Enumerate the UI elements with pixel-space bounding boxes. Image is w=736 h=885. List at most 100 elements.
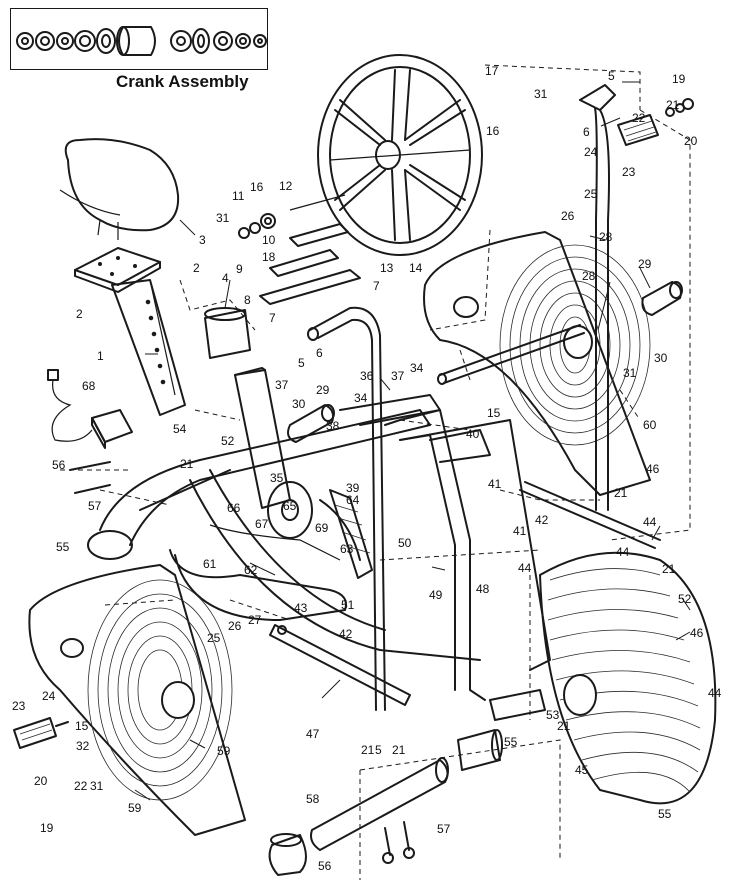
part-label: 42 bbox=[339, 627, 353, 641]
crank-assembly-parts bbox=[16, 26, 267, 56]
part-label: 12 bbox=[279, 179, 293, 193]
part-label: 52 bbox=[678, 592, 692, 606]
part-label: 69 bbox=[315, 521, 329, 535]
part-label: 19 bbox=[672, 72, 686, 86]
part-label: 37 bbox=[275, 378, 289, 392]
part-label: 3 bbox=[199, 233, 206, 247]
part-label: 9 bbox=[236, 262, 243, 276]
part-label: 17 bbox=[485, 64, 499, 78]
seat-post bbox=[111, 279, 186, 416]
part-label: 28 bbox=[582, 269, 596, 283]
part-label: 57 bbox=[437, 822, 451, 836]
part-label: 31 bbox=[216, 211, 230, 225]
brake-pad-assembly bbox=[238, 194, 361, 305]
part-label: 7 bbox=[373, 279, 380, 293]
part-label: 18 bbox=[262, 250, 276, 264]
part-label: 29 bbox=[638, 257, 652, 271]
part-label: 41 bbox=[513, 524, 527, 538]
part-label: 31 bbox=[623, 366, 637, 380]
part-label: 49 bbox=[429, 588, 443, 602]
left-cover bbox=[28, 564, 246, 836]
left-pedal bbox=[13, 717, 69, 749]
part-label: 66 bbox=[227, 501, 241, 515]
part-label: 4 bbox=[222, 271, 229, 285]
part-label: 43 bbox=[294, 601, 308, 615]
part-label: 30 bbox=[292, 397, 306, 411]
drive-belt bbox=[169, 524, 347, 621]
part-label: 8 bbox=[244, 293, 251, 307]
part-label: 21 bbox=[614, 486, 628, 500]
end-caps bbox=[268, 729, 503, 876]
part-label: 32 bbox=[76, 739, 90, 753]
part-label: 23 bbox=[12, 699, 26, 713]
right-grip bbox=[641, 281, 683, 316]
fan-wheel bbox=[539, 551, 717, 805]
cross-tube bbox=[519, 481, 661, 549]
part-label: 48 bbox=[476, 582, 490, 596]
part-label: 14 bbox=[409, 261, 423, 275]
part-label: 56 bbox=[52, 458, 66, 472]
part-label: 35 bbox=[270, 471, 284, 485]
part-label: 16 bbox=[250, 180, 264, 194]
part-label: 21 bbox=[392, 743, 406, 757]
part-label: 58 bbox=[306, 792, 320, 806]
bolts bbox=[69, 461, 415, 864]
part-label: 63 bbox=[340, 542, 354, 556]
part-label: 67 bbox=[255, 517, 269, 531]
part-label: 57 bbox=[88, 499, 102, 513]
part-label: 46 bbox=[690, 626, 704, 640]
part-label: 64 bbox=[346, 493, 360, 507]
part-label: 55 bbox=[504, 735, 518, 749]
part-label: 61 bbox=[203, 557, 217, 571]
part-label: 5 bbox=[608, 69, 615, 83]
part-label: 55 bbox=[658, 807, 672, 821]
part-label: 47 bbox=[306, 727, 320, 741]
part-label: 42 bbox=[535, 513, 549, 527]
part-label: 2 bbox=[76, 307, 83, 321]
part-label: 36 bbox=[360, 369, 374, 383]
part-label: 54 bbox=[173, 422, 187, 436]
part-label: 60 bbox=[643, 418, 657, 432]
part-label: 22 bbox=[74, 779, 88, 793]
part-label: 13 bbox=[380, 261, 394, 275]
part-label: 51 bbox=[341, 598, 355, 612]
part-label: 25 bbox=[584, 187, 598, 201]
part-label: 31 bbox=[534, 87, 548, 101]
part-label: 40 bbox=[466, 427, 480, 441]
part-label: 21 bbox=[666, 98, 680, 112]
part-label: 5 bbox=[375, 743, 382, 757]
part-label: 20 bbox=[34, 774, 48, 788]
part-label: 27 bbox=[248, 613, 262, 627]
seat bbox=[59, 138, 180, 240]
part-label: 24 bbox=[584, 145, 598, 159]
part-label: 20 bbox=[684, 134, 698, 148]
part-label: 2 bbox=[193, 261, 200, 275]
part-label: 62 bbox=[244, 563, 258, 577]
left-handle-bar bbox=[307, 306, 386, 711]
part-label: 39 bbox=[346, 481, 360, 495]
part-label: 68 bbox=[82, 379, 96, 393]
part-label: 29 bbox=[316, 383, 330, 397]
part-label: 34 bbox=[354, 391, 368, 405]
lower-arm bbox=[269, 624, 411, 706]
main-frame bbox=[87, 367, 551, 721]
part-label: 24 bbox=[42, 689, 56, 703]
part-label: 15 bbox=[487, 406, 501, 420]
part-label: 34 bbox=[410, 361, 424, 375]
part-label: 55 bbox=[56, 540, 70, 554]
part-label: 21 bbox=[361, 743, 375, 757]
inset-title: Crank Assembly bbox=[116, 72, 249, 91]
right-handle-bar bbox=[579, 84, 616, 511]
part-label: 44 bbox=[643, 515, 657, 529]
part-label: 6 bbox=[316, 346, 323, 360]
part-label: 26 bbox=[561, 209, 575, 223]
part-label: 59 bbox=[128, 801, 142, 815]
part-label: 44 bbox=[616, 545, 630, 559]
part-label: 21 bbox=[180, 457, 194, 471]
part-label: 6 bbox=[583, 125, 590, 139]
part-label: 37 bbox=[391, 369, 405, 383]
power-adapter bbox=[47, 369, 133, 449]
part-label: 23 bbox=[622, 165, 636, 179]
